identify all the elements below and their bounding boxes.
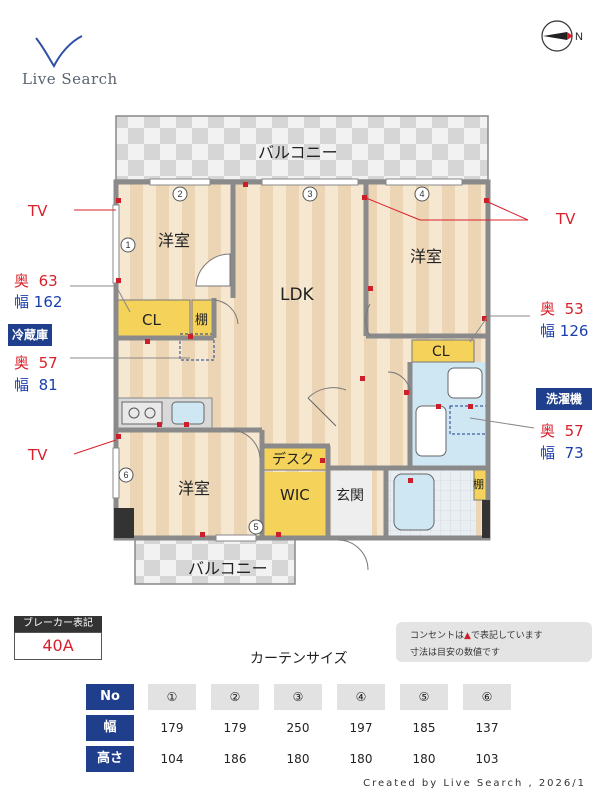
- curtain-header-no: No: [86, 684, 134, 710]
- cl-right-depth-label: 奥 53: [540, 300, 584, 318]
- curtain-width-5: 185: [412, 721, 436, 735]
- curtain-width-1: 179: [160, 721, 184, 735]
- logo-mark: [35, 35, 83, 68]
- curtain-height-2: 186: [223, 752, 247, 766]
- cl-left-label: CL: [142, 311, 161, 329]
- curtain-no-6: ⑥: [463, 684, 511, 710]
- balcony-bottom: [134, 537, 296, 585]
- ldk-label: LDK: [280, 285, 315, 305]
- curtain-height-6: 103: [475, 752, 499, 766]
- wic-label: WIC: [280, 486, 310, 504]
- curtain-height-3: 180: [286, 752, 310, 766]
- desk-label: デスク: [272, 451, 314, 468]
- balcony-top: [115, 115, 489, 181]
- western-room-3-label: 洋室: [178, 479, 210, 498]
- tv-label-left-top: TV: [28, 202, 48, 220]
- fridge-depth-label: 奥 57: [14, 354, 58, 372]
- cl-right: [411, 339, 475, 363]
- cl-left-width-label: 幅 162: [14, 293, 63, 311]
- washer-depth-label: 奥 57: [540, 422, 584, 440]
- entrance-label: 玄関: [336, 487, 364, 504]
- western-room-2-label: 洋室: [410, 247, 442, 266]
- window-number-6: 6: [123, 470, 128, 480]
- curtain-height-4: 180: [349, 752, 373, 766]
- curtain-header-height: 高さ: [86, 746, 134, 772]
- curtain-width-2: 179: [223, 721, 247, 735]
- curtain-height-1: 104: [160, 752, 184, 766]
- western-room-1-label: 洋室: [158, 231, 190, 250]
- curtain-width-3: 250: [286, 721, 310, 735]
- shelf-left-label: 棚: [195, 313, 208, 328]
- fridge-space: [179, 333, 215, 361]
- tv-label-right: TV: [556, 210, 576, 228]
- window-number-5: 5: [253, 522, 258, 532]
- note-line-1: コンセントは▲で表記しています: [410, 631, 543, 641]
- sink: [171, 401, 205, 425]
- compass-north-label: N: [575, 31, 583, 43]
- tv-label-left-bottom: TV: [28, 446, 48, 464]
- stove: [121, 401, 163, 425]
- window-number-1: 1: [125, 240, 130, 250]
- brand-name: Live Search: [22, 70, 118, 88]
- cl-left-depth-label: 奥 63: [14, 272, 58, 290]
- note-box: コンセントは▲で表記しています 寸法は目安の数値です: [396, 622, 592, 662]
- outlet-mark-icon: ▲: [464, 631, 471, 641]
- entrance-floor: [332, 468, 372, 538]
- washbasin: [415, 405, 447, 457]
- fridge-width-label: 幅 81: [14, 376, 58, 394]
- curtain-no-4: ④: [337, 684, 385, 710]
- curtain-title: カーテンサイズ: [250, 651, 348, 667]
- compass-icon: N: [541, 20, 583, 52]
- curtain-width-6: 137: [475, 721, 499, 735]
- shelf-right-label: 棚: [473, 477, 484, 491]
- window-number-4: 4: [419, 189, 424, 199]
- window-number-2: 2: [177, 189, 182, 199]
- balcony-top-label: バルコニー: [258, 143, 338, 162]
- window-number-3: 3: [307, 189, 312, 199]
- curtain-no-3: ③: [274, 684, 322, 710]
- cl-right-label: CL: [432, 344, 450, 360]
- curtain-no-5: ⑤: [400, 684, 448, 710]
- curtain-width-4: 197: [349, 721, 373, 735]
- curtain-no-2: ②: [211, 684, 259, 710]
- floor-plan: 1 2 3 4 5 6 バルコニー バルコニー 洋室 洋室 洋室 LDK CL …: [70, 115, 535, 585]
- note-line-2: 寸法は目安の数値です: [410, 648, 501, 658]
- curtain-no-1: ①: [148, 684, 196, 710]
- toilet: [447, 367, 483, 399]
- washer-width-label: 幅 73: [540, 444, 584, 462]
- curtain-header-width: 幅: [86, 715, 134, 741]
- balcony-bottom-label: バルコニー: [188, 559, 268, 578]
- breaker-value: 40A: [14, 632, 102, 660]
- bathtub: [393, 473, 435, 531]
- wic-floor: [262, 472, 328, 538]
- curtain-height-5: 180: [412, 752, 436, 766]
- washer-badge: 洗濯機: [536, 388, 592, 410]
- breaker-title: ブレーカー表記: [14, 616, 102, 632]
- fridge-badge: 冷蔵庫: [8, 324, 52, 346]
- footer-credit: Created by Live Search , 2026/1: [363, 778, 586, 789]
- cl-right-width-label: 幅 126: [540, 322, 589, 340]
